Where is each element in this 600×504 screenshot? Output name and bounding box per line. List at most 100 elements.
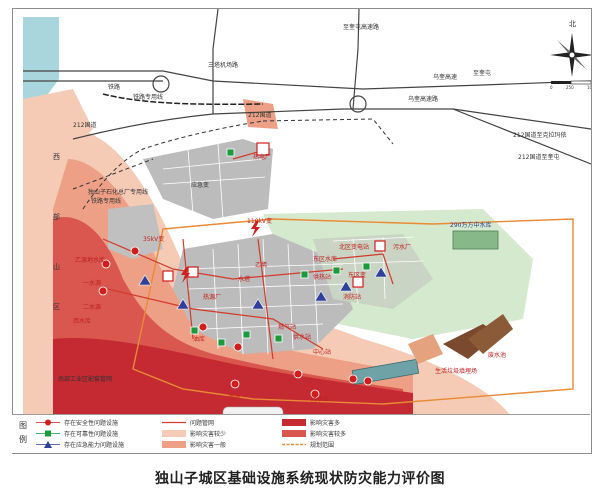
legend-reliability-symbol [36, 430, 60, 437]
map-label: 290万方中水库 [450, 221, 491, 229]
map-label: 乙源地水库 [75, 256, 105, 264]
legend-item-impact-high: 影响灾害多 [282, 417, 346, 428]
built-area-west [108, 204, 163, 259]
map-label: 212国道 [73, 121, 96, 129]
map-label: 西 [53, 153, 60, 161]
legend-emergency-symbol [36, 441, 60, 448]
compass-north-label: 北 [569, 20, 576, 28]
reservoir-290 [452, 230, 499, 250]
legend-boundary-symbol [282, 441, 306, 448]
legend-item-boundary: 规划范围 [282, 439, 346, 450]
scale-bar: 0 250 1000 [550, 80, 592, 89]
map-label: 南部工业区配套管网 [58, 375, 112, 383]
compass-icon [550, 33, 591, 77]
impact-zone-mid-2 [243, 99, 278, 129]
map-label: 南水库 [311, 395, 329, 403]
legend-impact-high-swatch [282, 419, 306, 426]
scale-label: 1000 [587, 85, 592, 89]
legend-label: 影响灾害较多 [310, 431, 347, 438]
interchange-2 [349, 95, 367, 113]
built-area-main [143, 139, 273, 219]
map-label: 三塔机场路 [208, 61, 238, 69]
legend-column-3: 影响灾害多 影响灾害较多 规划范围 [282, 417, 346, 450]
map-label: 应急变 [191, 181, 209, 189]
map-label: 废水池 [488, 351, 506, 359]
legend-label: 问题管网 [190, 420, 215, 427]
map-label: 西水库 [73, 317, 91, 325]
map-label: 热电厂 [253, 153, 271, 161]
legend-label: 规划范围 [310, 442, 335, 449]
legend-label: 存在应急能力问题设施 [64, 442, 125, 449]
substation-markers [162, 142, 386, 288]
legend-impact-mid-swatch [162, 441, 186, 448]
east-pond [408, 334, 443, 364]
legend-safety-symbol [36, 419, 60, 426]
map-label: 消防站 [343, 293, 361, 301]
safety-markers [98, 246, 373, 399]
legend-title: 图例 [19, 421, 27, 444]
map-label: 二水源 [83, 303, 101, 311]
map-label: 区 [53, 303, 60, 311]
map-label: 污水厂 [393, 243, 411, 251]
legend: 图例 存在安全性问题设施 存在可靠性问题设施 存在应急能力问题设施 问题管网 [12, 414, 590, 453]
map-label: 乌奎高速 [433, 73, 457, 81]
legend-item-impact-mid: 影响灾害一般 [162, 439, 226, 450]
legend-item-safety: 存在安全性问题设施 [36, 417, 124, 428]
page-title: 独山子城区基础设施系统现状防灾能力评价图 [155, 471, 445, 487]
legend-item-impact-vhigh: 影响灾害较多 [282, 428, 346, 439]
map-label: 生活垃圾填埋场 [435, 367, 477, 375]
map-label: 南站 [228, 393, 240, 401]
legend-impact-low-swatch [162, 430, 186, 437]
planning-boundary [132, 218, 574, 405]
map-label: 110kV变 [247, 217, 272, 225]
interchange-1 [152, 75, 170, 93]
legend-item-reliability: 存在可靠性问题设施 [36, 428, 124, 439]
map-label: 供热站 [313, 273, 331, 281]
map-label: 中心站 [313, 348, 331, 356]
built-area-center [173, 234, 353, 354]
map-label: 供水站 [293, 333, 311, 341]
legend-item-pipe: 问题管网 [162, 417, 226, 428]
map-label: 212国道至奎屯 [518, 153, 559, 161]
map-label: 35kV变 [143, 235, 164, 243]
impact-zone-low-2 [23, 89, 93, 149]
map-label: 山 [53, 262, 60, 271]
map-label: 油库 [193, 335, 205, 343]
map-label: 至奎屯 [473, 69, 491, 77]
scale-label: 250 [566, 85, 574, 89]
map-label: 独山子石化总厂专用线 [88, 188, 148, 196]
impact-zone-vhigh [53, 338, 413, 419]
legend-label: 影响灾害一般 [190, 442, 227, 449]
map-label: 至奎屯高速路 [343, 23, 379, 31]
lightning-icon [181, 221, 260, 283]
scale-label: 0 [550, 85, 553, 89]
reliability-markers [190, 148, 371, 347]
emergency-markers [138, 266, 388, 310]
legend-column-1: 存在安全性问题设施 存在可靠性问题设施 存在应急能力问题设施 [36, 417, 124, 450]
map-label: 热源厂 [203, 293, 221, 301]
street-grid [162, 143, 424, 355]
legend-label: 存在安全性问题设施 [64, 420, 119, 427]
map-label: 铁路专用线 [91, 197, 121, 205]
map-label: 铁路 [108, 83, 120, 91]
map-label: 一水源 [83, 279, 101, 287]
map-canvas[interactable]: 212国道212国道至克拉玛依212国道至奎屯三塔机场路乌奎高速乌奎高速路至奎屯… [13, 9, 591, 453]
legend-label: 影响灾害多 [310, 420, 341, 427]
dashed-roads [72, 118, 394, 210]
legend-label: 影响灾害较少 [190, 431, 227, 438]
map-label: 部 [53, 212, 60, 221]
map-label: 东区水库 [313, 255, 337, 263]
legend-column-2: 问题管网 影响灾害较少 影响灾害一般 [162, 417, 226, 450]
map-label: 水塔 [238, 275, 250, 283]
legend-impact-vhigh-swatch [282, 430, 306, 437]
river [23, 17, 59, 101]
map-label: 乌奎高速路 [408, 95, 438, 103]
map-label: 乙烯 [255, 261, 267, 269]
legend-item-impact-low: 影响灾害较少 [162, 428, 226, 439]
legend-pipe-symbol [162, 419, 186, 426]
railway [102, 93, 264, 106]
map-label: 铁路专用线 [133, 93, 163, 101]
wastewater-pond [468, 314, 513, 354]
major-roads [23, 9, 591, 165]
